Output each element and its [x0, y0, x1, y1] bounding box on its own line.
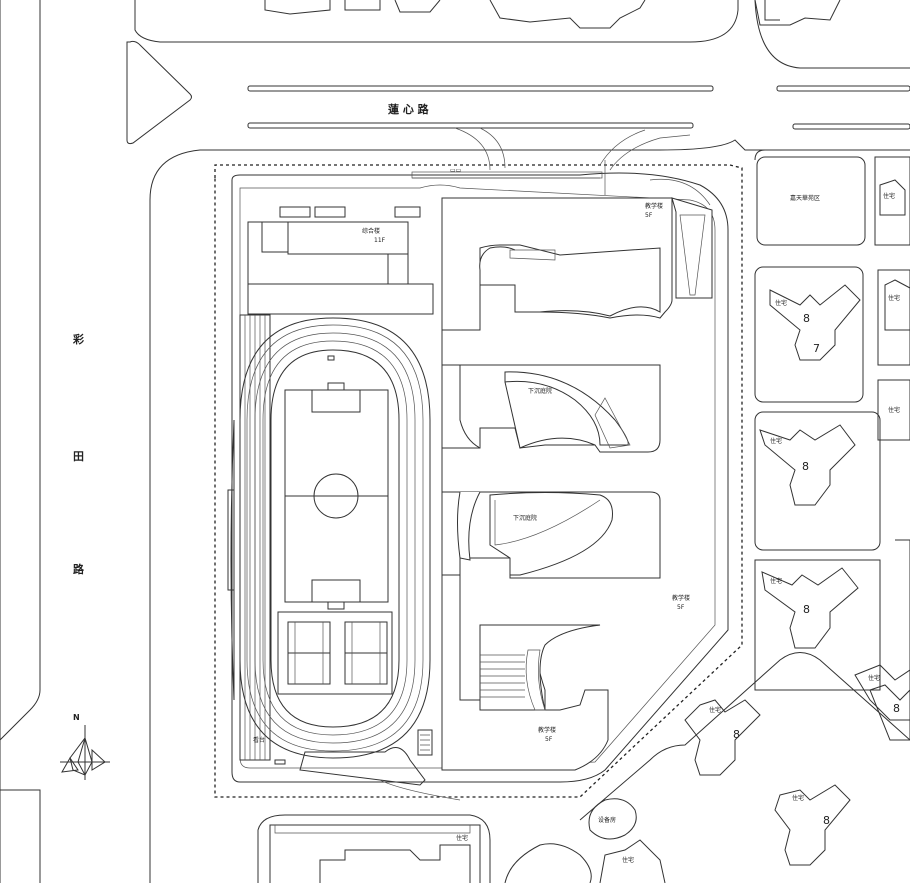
lianxin-road: 蓮 心 路: [126, 40, 910, 145]
sunken-court-1: 下沉庭院: [528, 387, 552, 395]
teaching-buildings: 下沉庭院 下沉庭院 教学楼 5F 教学楼 5F 教学楼 5F: [441, 197, 713, 771]
residential-southeast: 住宅 8 住宅 8 8 设备房 住宅: [504, 652, 910, 883]
teaching-e-floors: 5F: [677, 604, 685, 611]
road-label-west-1: 彩: [72, 332, 84, 346]
residential-label-6: 住宅: [770, 577, 782, 585]
north-block: [134, 0, 910, 69]
residential-label-8: 住宅: [709, 706, 721, 714]
residential-label-3: 住宅: [888, 294, 900, 302]
teaching-s-floors: 5F: [545, 736, 553, 743]
residential-south: 住宅: [257, 814, 491, 883]
stand-label: 看台: [253, 736, 265, 744]
teaching-e-label: 教学楼: [672, 594, 690, 602]
residential-label-11: 住宅: [456, 834, 468, 842]
road-label-west-2: 田: [73, 450, 84, 463]
residential-label-2: 住宅: [775, 299, 787, 307]
floors-6: 8: [823, 814, 830, 827]
svg-text:▭▭: ▭▭: [450, 167, 461, 174]
floors-5: 8: [733, 728, 740, 741]
sports-field: 看台: [227, 314, 433, 786]
residential-label-7: 住宅: [868, 674, 880, 682]
teaching-ne-floors: 5F: [645, 212, 653, 219]
sunken-court-2: 下沉庭院: [513, 514, 537, 522]
floors-3: 8: [802, 460, 809, 473]
floors-7: 8: [893, 702, 900, 715]
residential-label-9: 住宅: [792, 794, 804, 802]
complex-label: 综合楼: [362, 227, 380, 235]
residential-label-1: 住宅: [883, 192, 895, 200]
road-label-west-3: 路: [73, 562, 85, 576]
complex-building: 综合楼 11F: [247, 206, 434, 315]
equipment-room-label: 设备房: [598, 816, 616, 824]
residential-east: 嘉天華苑区 住宅 住宅 8 7 住宅 住宅 8 住宅 住宅 8 住宅: [754, 149, 910, 721]
residential-label-4: 住宅: [770, 437, 782, 445]
residential-area-label: 嘉天華苑区: [790, 194, 820, 202]
complex-floors: 11F: [374, 237, 386, 244]
site-boundary: [214, 164, 743, 798]
teaching-s-label: 教学楼: [538, 726, 556, 734]
north-label: N: [73, 713, 80, 722]
road-label-north: 蓮 心 路: [388, 102, 430, 116]
entrance-roads: ▭▭: [411, 127, 711, 206]
floors-1: 8: [803, 312, 810, 325]
teaching-ne-label: 教学楼: [645, 202, 663, 210]
campus-outline: [231, 172, 729, 783]
floors-2: 7: [813, 342, 820, 355]
north-arrow: N: [60, 713, 110, 780]
residential-label-10: 住宅: [622, 856, 634, 864]
residential-label-5: 住宅: [888, 406, 900, 414]
floors-4: 8: [803, 603, 810, 616]
